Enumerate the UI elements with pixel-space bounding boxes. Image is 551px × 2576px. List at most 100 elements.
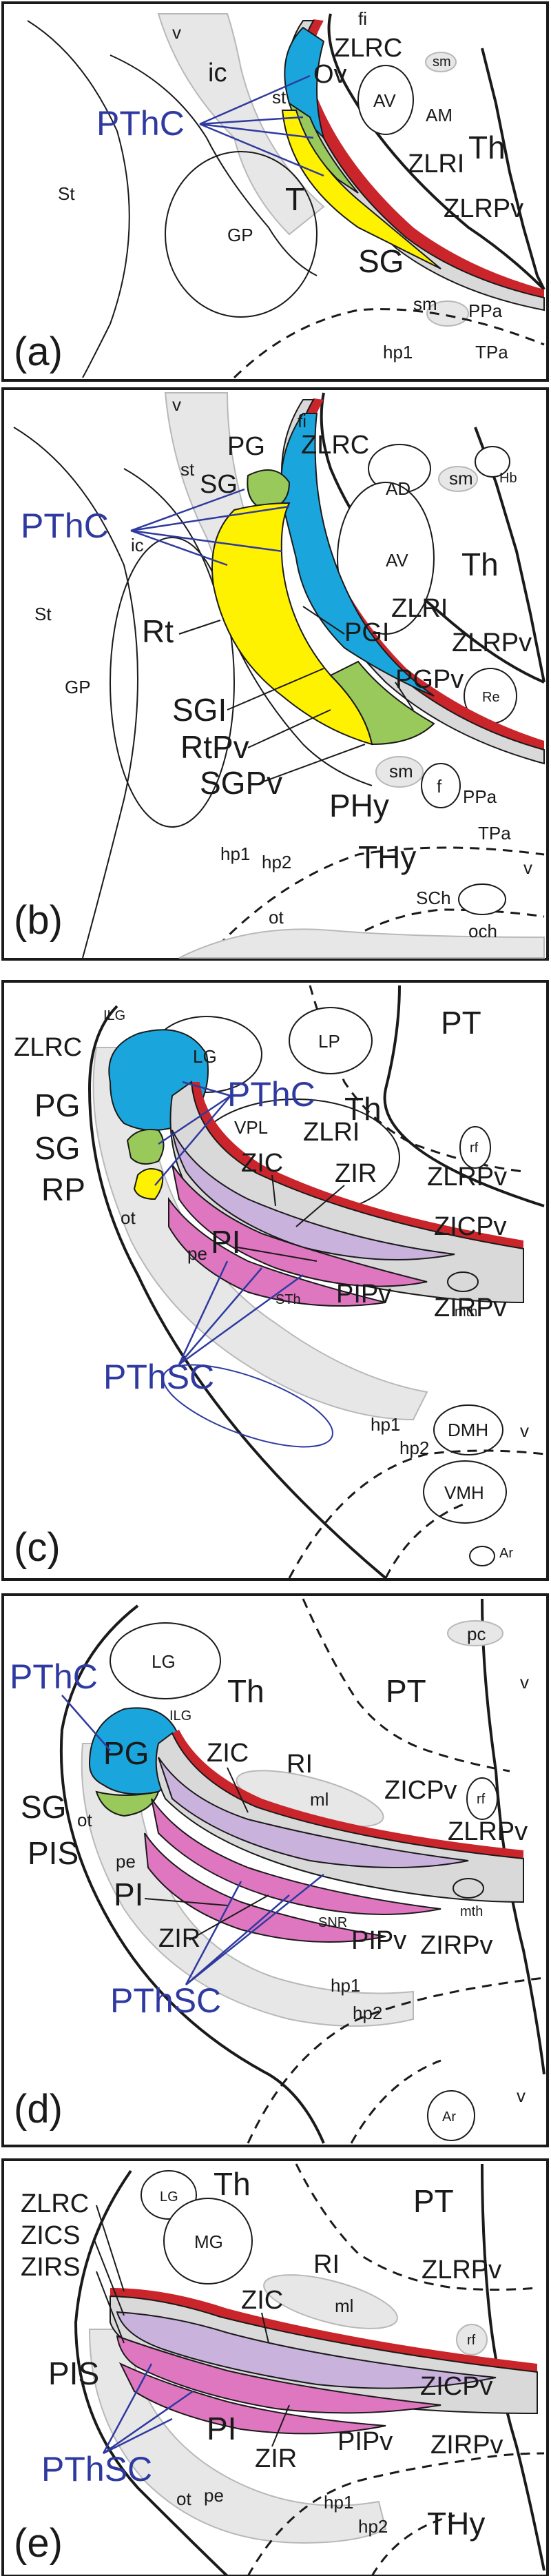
panel-d-Ar [427, 2090, 475, 2141]
pointer-PThC [61, 1695, 111, 1751]
label-fi: fi [298, 411, 306, 431]
label-GP: GP [65, 677, 91, 697]
pointer-Rt [178, 620, 221, 635]
panel-d-red-band [172, 1730, 523, 1859]
label-PI: PI [211, 1224, 240, 1260]
label-ZLRC: ZLRC [21, 2189, 89, 2218]
pointer-ZICS [93, 2238, 125, 2316]
label-v2: v [523, 857, 532, 878]
panel-c-VMH [423, 1460, 507, 1524]
pointer-RtPv [247, 709, 331, 748]
label-Ar: Ar [499, 1546, 513, 1561]
label-rf: rf [467, 2333, 476, 2348]
label-PThC: PThC [21, 507, 109, 545]
label-LG: LG [193, 1046, 217, 1067]
panel-d-LG [110, 1622, 221, 1699]
label-hp2: hp2 [262, 852, 291, 872]
label-hp1: hp1 [383, 342, 413, 362]
panel-a-thalamus-outline [327, 13, 545, 291]
label-st: st [180, 459, 195, 480]
pointer-PThSC-1 [102, 2363, 153, 2454]
label-f: f [437, 776, 442, 797]
label-THy: THy [358, 839, 416, 875]
label-RP: RP [41, 1172, 85, 1207]
pointer-PGPv [395, 682, 414, 711]
pointer-PThSC-3 [178, 1260, 229, 1365]
pointer-SGPv [261, 744, 366, 783]
label-STh: STh [276, 1292, 301, 1307]
pointer-PThC-3 [130, 529, 228, 566]
label-rf: rf [470, 1141, 479, 1156]
panel-d-label: (d) [14, 2087, 63, 2132]
label-AD: AD [386, 478, 410, 499]
label-PThC: PThC [10, 1657, 98, 1696]
label-pe: pe [187, 1243, 207, 1264]
panel-b-striatum-border [13, 427, 138, 959]
pointer-PThSC-3 [103, 2417, 173, 2455]
pointer-PThC-2 [199, 123, 314, 139]
pointer-PThSC-2 [185, 1894, 290, 1985]
panel-a-ventricle [157, 13, 325, 236]
pointer-PThC-1 [182, 1081, 231, 1097]
panel-b-AV-nucleus [337, 482, 435, 635]
label-ot: ot [77, 1810, 92, 1830]
panel-d-rf [466, 1777, 498, 1820]
label-ZIRPv: ZIRPv [430, 2431, 503, 2460]
label-SG: SG [34, 1130, 80, 1166]
label-ZIRPv: ZIRPv [434, 1294, 507, 1322]
label-ic: ic [131, 535, 144, 555]
label-PT: PT [413, 2183, 454, 2219]
label-THy: THy [427, 2506, 485, 2542]
label-ZLRPv: ZLRPv [452, 628, 532, 657]
label-Ov: Ov [313, 60, 347, 89]
panel-c-rf [459, 1126, 491, 1169]
pointer-ZIC [271, 1174, 276, 1207]
panel-e-RI [263, 2274, 398, 2329]
label-rf: rf [477, 1792, 486, 1807]
label-SG: SG [358, 243, 404, 279]
label-hp2: hp2 [353, 2003, 382, 2023]
label-hp2: hp2 [358, 2516, 388, 2537]
label-SCh: SCh [416, 888, 451, 908]
label-sm-bottom: sm [413, 294, 437, 314]
panel-c-DMH [433, 1404, 503, 1455]
label-v: v [172, 22, 181, 43]
label-PT: PT [386, 1673, 426, 1709]
label-PG: PG [227, 432, 265, 461]
label-PGPv: PGPv [395, 665, 464, 694]
label-ZIC: ZIC [241, 2286, 283, 2315]
label-ZLRI: ZLRI [408, 150, 464, 178]
panel-a-blue-region [284, 26, 326, 141]
label-ZLRC: ZLRC [301, 431, 369, 460]
label-Th: Th [461, 546, 499, 582]
panel-c-STh [162, 1364, 334, 1448]
label-PIPv: PIPv [351, 1926, 406, 1955]
panel-a-internal-capsule [110, 54, 318, 276]
panel-e-pink-ZIR [116, 2335, 441, 2414]
label-SNR: SNR [318, 1915, 347, 1930]
panel-c-hp1-line [288, 1449, 545, 1579]
label-ZIC: ZIC [207, 1739, 249, 1768]
panel-b-globus-pallidus [110, 537, 235, 828]
panel-a-midline [481, 48, 545, 290]
label-PG: PG [34, 1087, 80, 1123]
label-ZICS: ZICS [21, 2221, 81, 2250]
label-mth: mth [455, 1305, 477, 1320]
panel-e-red-band [110, 2288, 537, 2372]
pointer-ZIR [189, 1894, 269, 1941]
label-ZICPv: ZICPv [434, 1212, 507, 1241]
label-ZLRC: ZLRC [14, 1033, 82, 1062]
label-PIS: PIS [28, 1835, 79, 1871]
panel-a-yellow-region [281, 110, 441, 269]
label-T: T [285, 181, 304, 217]
pointer-ZIC [227, 1767, 249, 1813]
panel-c-pink-ZIR [171, 1164, 428, 1287]
panel-b-fornix [421, 763, 461, 808]
pointer-PThC-4 [199, 116, 304, 125]
label-DMH: DMH [448, 1420, 488, 1440]
label-PT: PT [441, 1005, 481, 1041]
panel-e-lilac-ZIC [116, 2311, 497, 2389]
label-mth: mth [460, 1904, 483, 1919]
label-pc: pc [467, 1624, 486, 1644]
label-PHy: PHy [329, 788, 389, 824]
